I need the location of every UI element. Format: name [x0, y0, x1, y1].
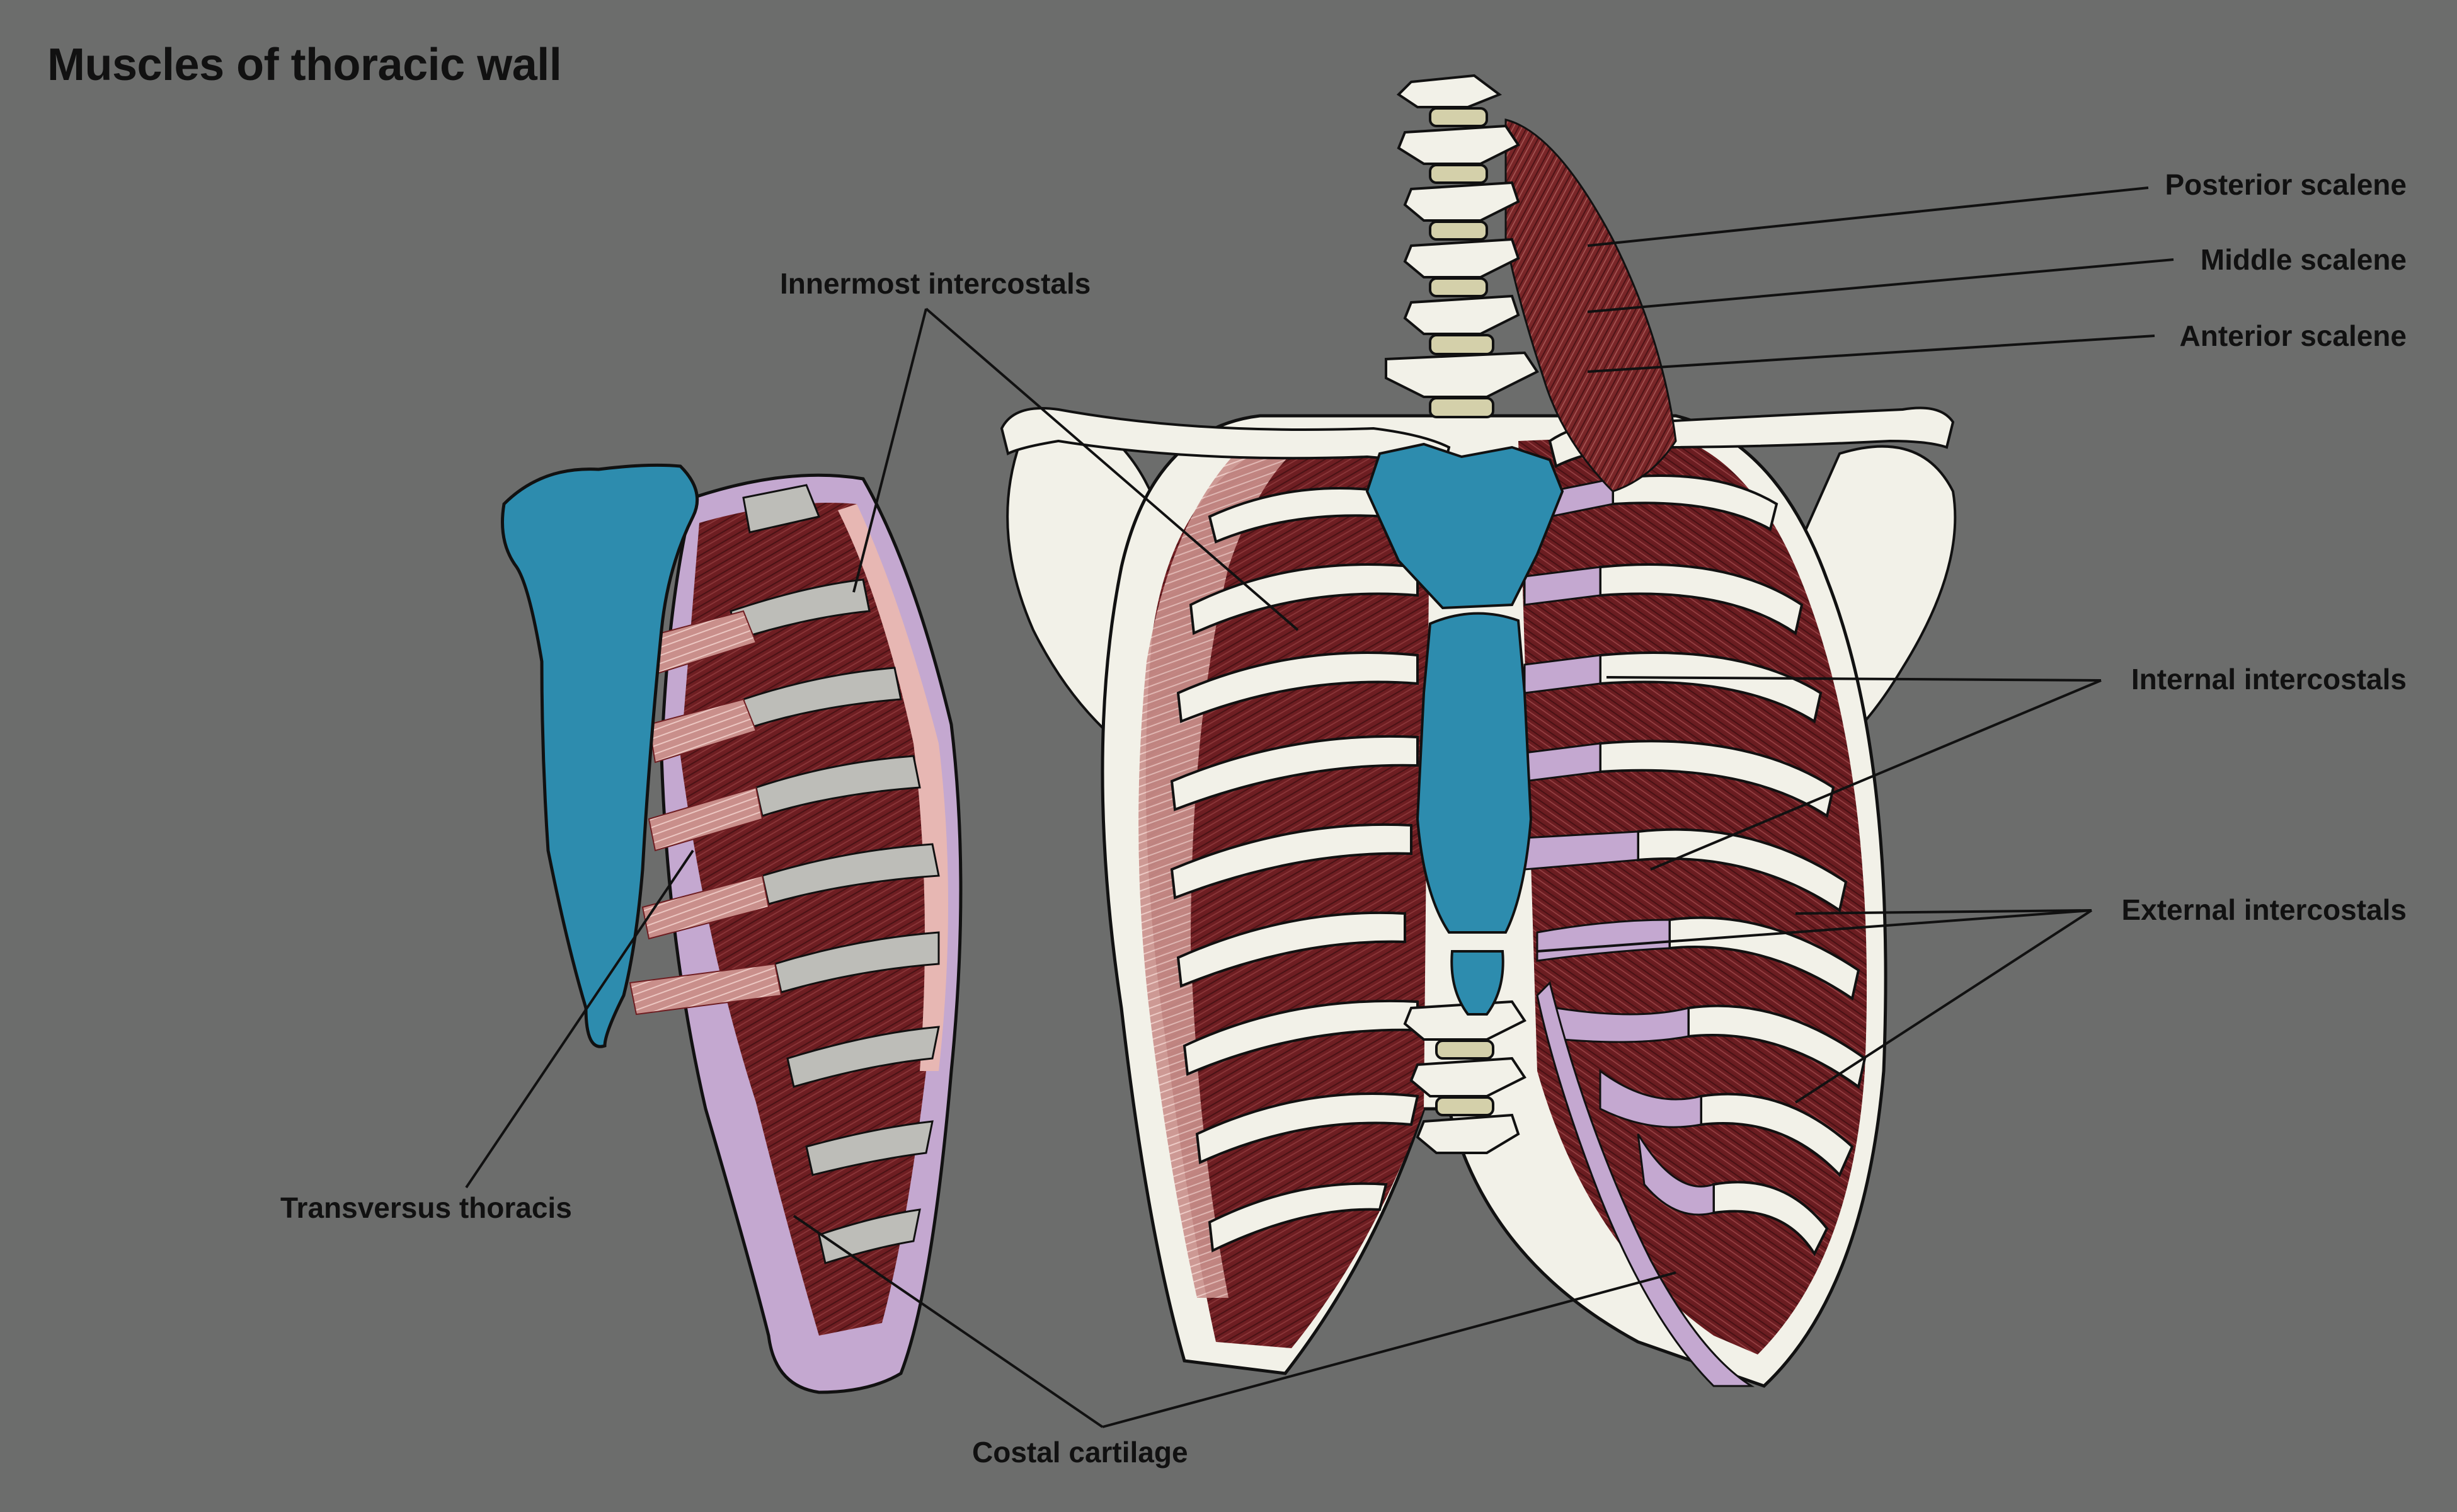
leader-transversus — [465, 849, 694, 1189]
leader-internal-a — [1606, 676, 2102, 682]
label-transversus-thoracis: Transversus thoracis — [280, 1191, 572, 1224]
label-internal-intercostals: Internal intercostals — [2131, 663, 2407, 696]
internal-sternum — [501, 463, 699, 1048]
leader-innermost-b — [925, 307, 1299, 631]
sternum — [1365, 442, 1564, 1016]
label-innermost-intercostals: Innermost intercostals — [780, 267, 1091, 300]
leader-posterior-scalene — [1587, 186, 2149, 247]
leader-internal-b — [1650, 679, 2102, 871]
label-posterior-scalene: Posterior scalene — [2165, 168, 2407, 201]
label-costal-cartilage: Costal cartilage — [972, 1436, 1188, 1469]
label-middle-scalene: Middle scalene — [2200, 243, 2407, 276]
right-ribs — [1599, 474, 1867, 1257]
leader-costal-a — [793, 1215, 1104, 1428]
leader-middle-scalene — [1587, 258, 2174, 313]
label-anterior-scalene: Anterior scalene — [2179, 319, 2407, 352]
lower-costal-margin — [1536, 981, 1755, 1387]
leader-innermost-a — [852, 308, 927, 593]
label-external-intercostals: External intercostals — [2121, 893, 2407, 926]
scalene-muscles — [1504, 118, 1677, 493]
leader-costal-b — [1102, 1271, 1676, 1428]
leader-external-c — [1794, 909, 2093, 1104]
leader-anterior-scalene — [1587, 335, 2155, 373]
leader-external-a — [1795, 909, 2092, 915]
internal-thorax-figure — [501, 463, 963, 1394]
leader-lines — [465, 186, 2174, 1428]
internal-pink-margin — [838, 504, 948, 1071]
leader-external-b — [1537, 909, 2092, 953]
right-costal-cartilages — [1523, 478, 1715, 1216]
vertebral-column — [1385, 74, 1539, 1154]
innermost-strip — [1138, 447, 1292, 1298]
page-title: Muscles of thoracic wall — [47, 40, 562, 90]
transversus-thoracis — [629, 610, 782, 1016]
left-ribs — [1170, 487, 1419, 1253]
anterior-thorax-figure — [1000, 74, 1957, 1388]
